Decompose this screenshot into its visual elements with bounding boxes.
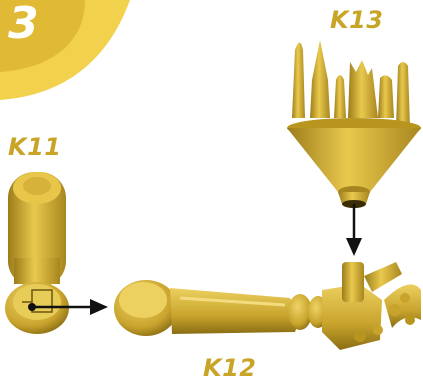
- part-label-k12: K12: [203, 356, 257, 380]
- part-label-k11: K11: [8, 135, 62, 159]
- step-number: 3: [8, 2, 39, 46]
- part-k11-illustration: [5, 172, 69, 334]
- part-k12-illustration: [114, 262, 421, 350]
- part-label-k13: K13: [330, 8, 384, 32]
- arrow-down-icon: [346, 204, 362, 256]
- part-k13-illustration: [287, 40, 421, 208]
